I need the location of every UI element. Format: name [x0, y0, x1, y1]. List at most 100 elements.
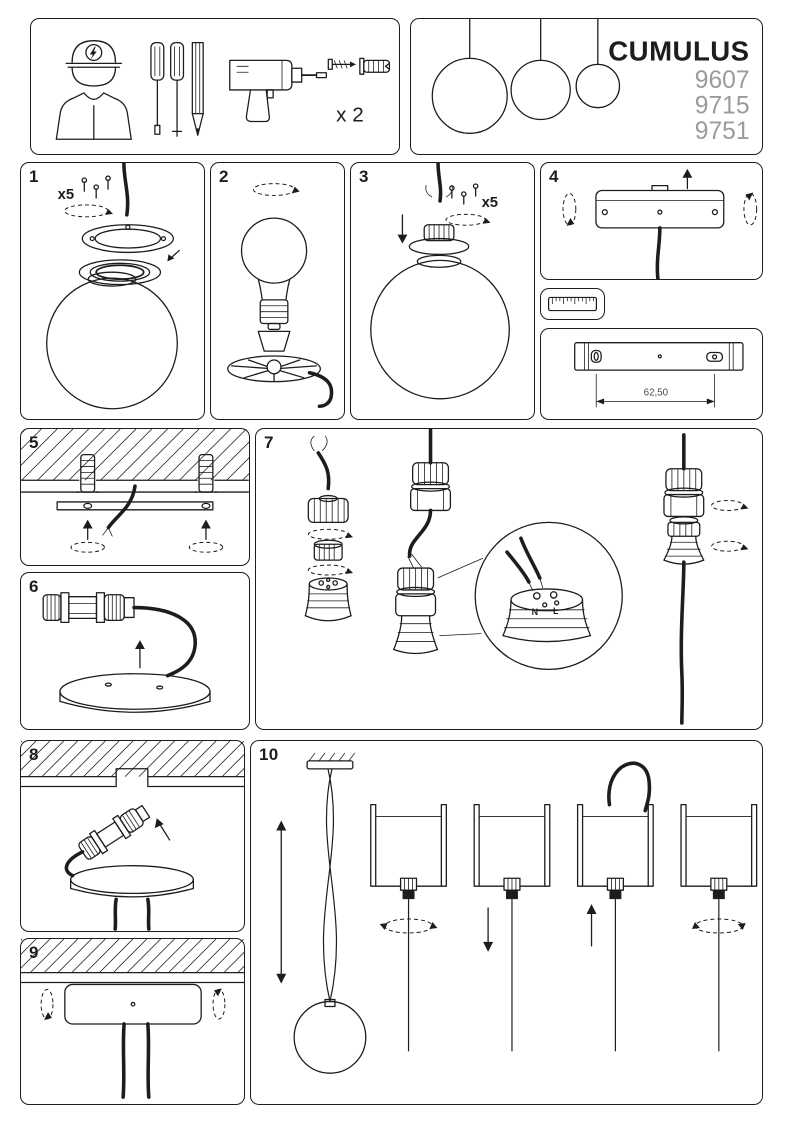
mounted-canopy-illustration: [64, 983, 202, 1025]
power-cable: [122, 163, 130, 217]
dimension-label: 62,50: [644, 388, 669, 399]
connector-cable: [132, 605, 198, 678]
screw-count-label: x5: [482, 195, 499, 211]
step-1-illustration: x5: [46, 163, 180, 410]
screw-bulb-rotation-icon: [252, 183, 300, 196]
title-box: CUMULUS 9607 9715 9751: [410, 18, 763, 155]
screw-up-icon-left: [70, 519, 105, 553]
ceiling-line-with-notch: [21, 768, 244, 788]
mounting-bracket-illustration: [595, 184, 725, 229]
cable-connector-icon: [78, 804, 151, 860]
panel-step-6: 6: [20, 572, 250, 730]
screw-icon: [327, 58, 356, 70]
three-pendant-spheres-icon: [431, 19, 621, 134]
panel-step-3: 3 x5: [350, 162, 535, 420]
wire-live-label: L: [553, 606, 559, 616]
mounting-bracket-icon: [56, 501, 214, 511]
ruler-box: [540, 288, 605, 320]
tools-illustration: x 2: [55, 40, 391, 140]
step-3-illustration: x5: [370, 163, 510, 400]
height-adjust-arrow-icon: [276, 820, 287, 984]
drill-icon: [229, 59, 327, 123]
push-up-arrow-icon: [154, 818, 171, 841]
wall-plug-right-icon: [194, 453, 218, 493]
gland-body-part: [313, 539, 343, 561]
screw-count-label: x5: [58, 187, 75, 203]
hanging-pendant-illustration: [293, 752, 367, 1074]
rotation-icon: [307, 528, 354, 540]
power-cable: [655, 226, 662, 279]
flat-screwdriver-icon: [150, 42, 165, 135]
step-number: 3: [359, 167, 369, 186]
panel-step-2: 2: [210, 162, 345, 420]
product-name: CUMULUS: [608, 35, 749, 66]
push-rotation-icon-right: [743, 192, 758, 226]
ceiling-line: [21, 971, 244, 984]
tools-box: x 2: [30, 18, 400, 155]
step-number: 7: [264, 433, 274, 452]
ceiling-hatch: [21, 939, 244, 973]
wall-plug-icon: [359, 57, 391, 75]
push-rotation-icon-left: [562, 192, 577, 226]
panel-step-4: 4: [540, 162, 763, 280]
step-number: 9: [29, 943, 39, 962]
assembled-terminal-bottom: [393, 567, 439, 655]
terminal-part: [304, 577, 352, 622]
ceiling-line: [21, 479, 249, 493]
phillips-screwdriver-icon: [170, 42, 185, 137]
panel-step-10: 10: [250, 740, 763, 1105]
tighten-gland-illustration: [663, 433, 705, 725]
step-number: 6: [29, 577, 39, 596]
step-7-illustration: N L: [304, 429, 749, 725]
rotation-icon: [307, 564, 354, 576]
tighten-rotation-icon-lower: [711, 540, 749, 552]
step-5-illustration: [21, 429, 249, 553]
glass-sphere-illustration: [370, 254, 510, 400]
anchor-quantity-label: x 2: [336, 103, 364, 126]
panel-step-7: 7: [255, 428, 763, 730]
panel-step-9: 9: [20, 938, 245, 1105]
mounting-rail-illustration: 62,50: [574, 342, 744, 408]
stripped-cable-illustration: [310, 435, 331, 491]
up-arrow-icon: [682, 168, 693, 190]
screws-icon: [449, 183, 479, 205]
tighten-rotation-icon-upper: [711, 500, 749, 511]
step-2-illustration: [227, 183, 334, 409]
power-cable: [106, 484, 137, 530]
cable-connector-icon: [42, 592, 135, 624]
step-number: 1: [29, 167, 39, 186]
down-arrow-icon: [397, 214, 408, 244]
pendant-cables: [121, 1022, 151, 1099]
stripped-wires-icon: [102, 527, 113, 537]
gland-cap-part: [307, 494, 349, 524]
cord-lock-detail-4: [680, 804, 758, 1052]
pendant-spheres-illustration: CUMULUS 9607 9715 9751: [431, 19, 750, 145]
mounting-rail-icon: [574, 342, 744, 371]
pencil-icon: [191, 42, 204, 136]
ceiling-hatch: [21, 429, 249, 481]
step-6-illustration: [42, 592, 211, 713]
model-number-3: 9751: [695, 118, 750, 145]
cord-lock-detail-2: [473, 804, 551, 1052]
ceiling-hatch: [21, 741, 244, 777]
power-cable: [307, 370, 334, 409]
light-bulb-icon: [240, 217, 308, 331]
cord-lock-detail-1: [370, 804, 447, 1052]
lamp-socket-base-illustration: [227, 330, 321, 383]
model-number-1: 9607: [695, 67, 750, 94]
connector-cable: [64, 850, 85, 878]
screw-up-icon-right: [188, 519, 224, 553]
step-8-illustration: [21, 741, 244, 931]
mounting-ring-illustration: [81, 224, 180, 262]
unscrew-rotation-icon: [64, 204, 113, 218]
pendant-cables: [113, 897, 151, 931]
glass-sphere-illustration: [46, 271, 178, 410]
detail-leader-lines: [437, 557, 484, 637]
wire-detail-circle: N L: [474, 521, 623, 671]
ruler-icon: [547, 296, 598, 312]
cord-lock-detail-3: [576, 761, 654, 1052]
power-cable: [436, 163, 443, 203]
panel-step-1: 1 x5: [20, 162, 205, 420]
canopy-stack-illustration: [408, 224, 470, 256]
